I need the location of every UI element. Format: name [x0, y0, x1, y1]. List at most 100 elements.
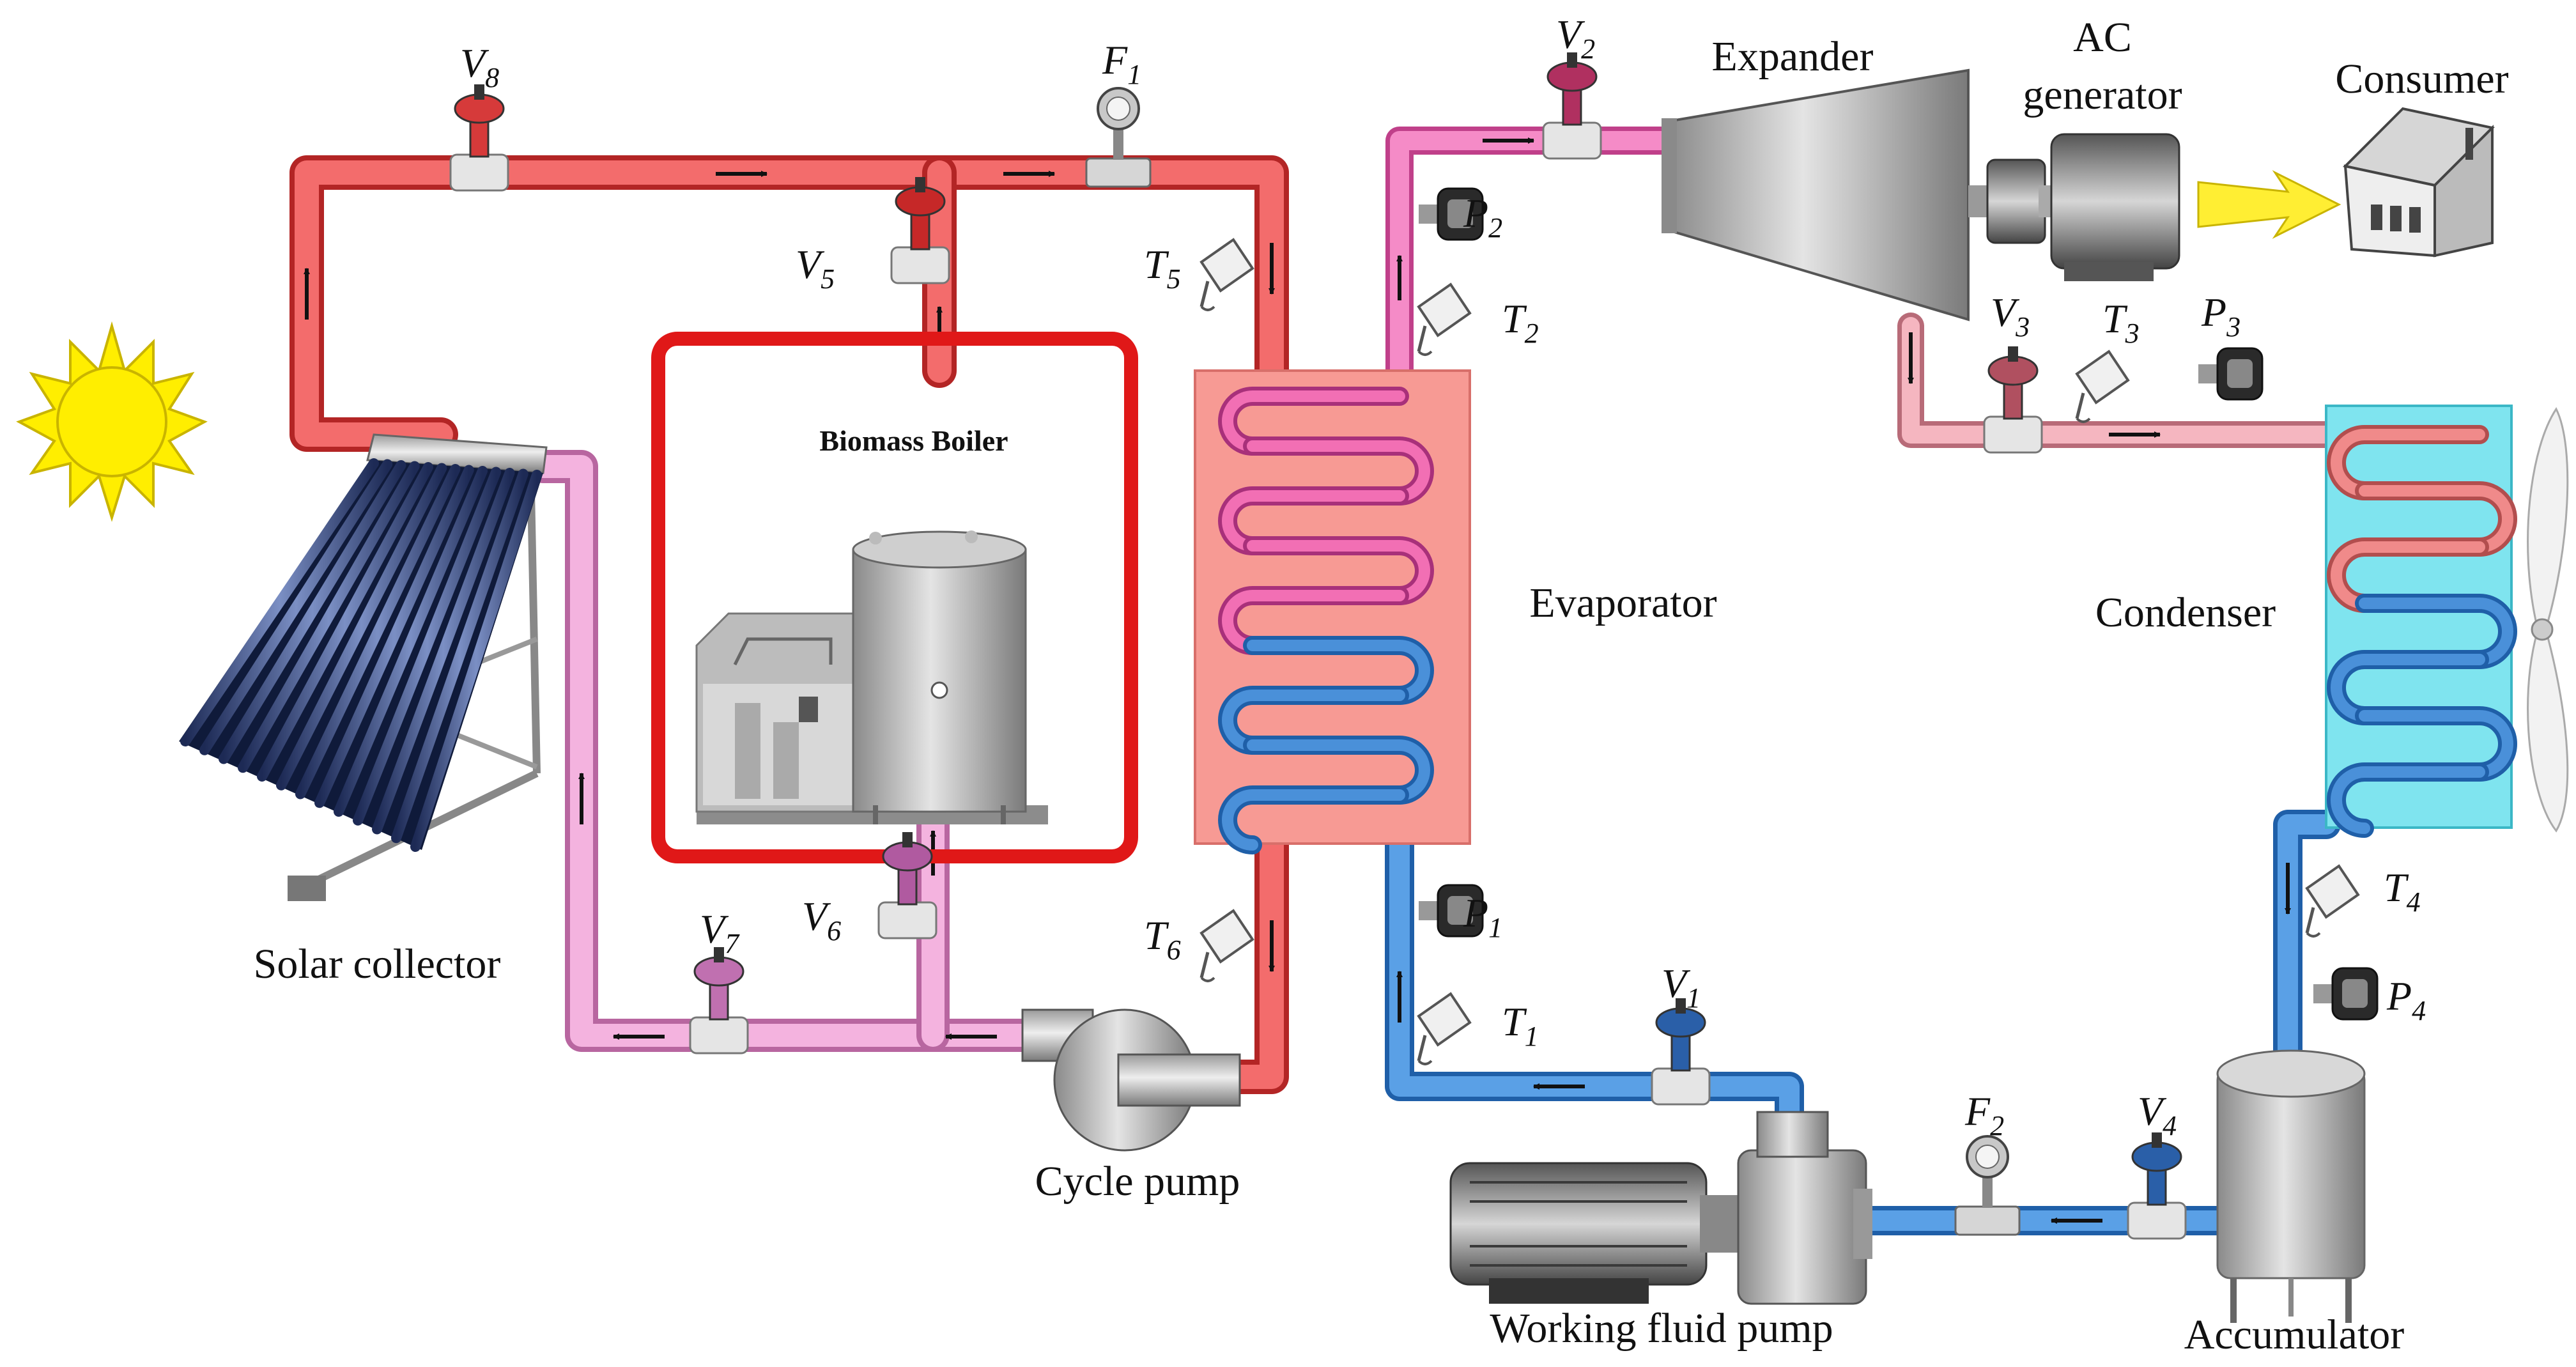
label-v7-base: V [700, 906, 729, 952]
label-t3: T3 [2102, 296, 2140, 349]
label-v6-sub: 6 [827, 915, 841, 946]
label-p1-sub: 1 [1488, 912, 1502, 943]
condenser [2325, 405, 2569, 838]
label-v3-base: V [1991, 290, 2020, 335]
instrument-v7: V7 [689, 906, 749, 1054]
label-p3: P3 [2201, 290, 2241, 343]
label-p3-base: P [2201, 290, 2226, 335]
label-t5: T5 [1144, 242, 1181, 295]
label-v4-base: V [2138, 1088, 2167, 1134]
label-t4-sub: 4 [2407, 886, 2421, 918]
instrument-v8: V8 [449, 40, 509, 192]
solar-collector [179, 433, 548, 901]
label-f1-sub: 1 [1127, 59, 1141, 90]
label-v8: V8 [460, 40, 499, 93]
accumulator [2216, 1049, 2366, 1323]
label-p4-sub: 4 [2412, 995, 2426, 1026]
cycle-pump-label: Cycle pump [1035, 1158, 1240, 1205]
instrument-t2: T2 [1417, 282, 1539, 356]
label-v7: V7 [700, 906, 740, 959]
label-v2-sub: 2 [1581, 33, 1595, 65]
label-v1-sub: 1 [1686, 982, 1701, 1014]
label-t6-sub: 6 [1167, 934, 1181, 966]
label-f2: F2 [1964, 1088, 2004, 1141]
label-t4: T4 [2384, 865, 2421, 918]
label-t1-sub: 1 [1525, 1021, 1539, 1052]
label-t6-base: T [1144, 913, 1169, 958]
instrument-p2: P2 [1419, 187, 1502, 243]
label-f1-base: F [1102, 37, 1128, 82]
label-t2-sub: 2 [1525, 318, 1539, 349]
instrument-t5: T5 [1144, 238, 1254, 311]
label-t1-base: T [1502, 999, 1527, 1044]
label-p1-base: P [1463, 890, 1488, 936]
label-p2-sub: 2 [1488, 212, 1502, 243]
consumer-label: Consumer [2335, 56, 2508, 102]
label-p1: P1 [1463, 890, 1502, 943]
label-v5-base: V [796, 242, 825, 287]
label-v6-base: V [802, 893, 831, 939]
label-v6: V6 [802, 893, 841, 946]
evaporator-label: Evaporator [1529, 580, 1716, 626]
instrument-v1: V1 [1651, 961, 1711, 1106]
instrument-t1: T1 [1417, 992, 1539, 1065]
label-v5: V5 [796, 242, 835, 295]
label-t2-base: T [1502, 296, 1527, 341]
solar-collector-label: Solar collector [254, 941, 501, 987]
instrument-v6: V6 [802, 832, 937, 946]
label-p3-sub: 3 [2226, 311, 2241, 343]
label-v7-sub: 7 [725, 928, 740, 959]
label-t4-base: T [2384, 865, 2409, 910]
label-f1: F1 [1102, 37, 1141, 90]
label-t6: T6 [1144, 913, 1181, 966]
working-fluid-pump [1449, 1111, 1872, 1305]
instrument-t6: T6 [1144, 909, 1254, 982]
label-v4: V4 [2138, 1088, 2177, 1141]
instrument-p3: P3 [2198, 290, 2264, 401]
label-v2: V2 [1556, 12, 1595, 65]
ac-generator [1968, 133, 2341, 281]
label-p2-base: P [1463, 190, 1488, 236]
label-f2-base: F [1964, 1088, 1991, 1134]
label-t3-sub: 3 [2125, 318, 2140, 349]
label-p4: P4 [2386, 973, 2426, 1026]
label-v1-base: V [1662, 961, 1691, 1006]
label-t1: T1 [1502, 999, 1539, 1052]
accumulator-label: Accumulator [2184, 1311, 2405, 1358]
instrument-v5: V5 [796, 177, 950, 295]
expander [1662, 68, 1970, 321]
instrument-p1: P1 [1419, 884, 1502, 943]
ac-generator-label-line2: generator [2023, 72, 2182, 118]
instrument-t4: T4 [2305, 864, 2421, 938]
biomass-boiler: Biomass Boiler [651, 332, 1138, 863]
label-t3-base: T [2102, 296, 2128, 341]
label-v8-sub: 8 [485, 62, 499, 93]
label-v2-base: V [1556, 12, 1585, 57]
label-v5-sub: 5 [821, 263, 835, 295]
instrument-v3: V3 [1983, 290, 2043, 454]
instrument-v4: V4 [2127, 1088, 2187, 1240]
instrument-p4: P4 [2313, 967, 2426, 1026]
label-t5-sub: 5 [1167, 263, 1181, 295]
label-v8-base: V [460, 40, 490, 86]
label-t2: T2 [1502, 296, 1539, 349]
label-v4-sub: 4 [2163, 1110, 2177, 1141]
sun-icon [16, 321, 208, 522]
instrument-f2: F2 [1954, 1088, 2021, 1236]
working-fluid-pump-label: Working fluid pump [1490, 1305, 1833, 1352]
flow-arrows [304, 137, 2291, 1224]
label-p2: P2 [1463, 190, 1502, 243]
evaporator [1194, 369, 1471, 854]
expander-label: Expander [1712, 33, 1874, 80]
instrument-t3: T3 [2075, 296, 2140, 423]
ac-generator-label-line1: AC [2073, 14, 2132, 61]
cycle-pump [1021, 1008, 1241, 1152]
label-v1: V1 [1662, 961, 1701, 1014]
consumer-house-icon [2342, 107, 2495, 258]
label-v3-sub: 3 [2015, 311, 2030, 343]
label-f2-sub: 2 [1990, 1110, 2004, 1141]
label-p4-base: P [2386, 973, 2412, 1019]
instrument-f1: F1 [1085, 37, 1152, 188]
label-v3: V3 [1991, 290, 2030, 343]
